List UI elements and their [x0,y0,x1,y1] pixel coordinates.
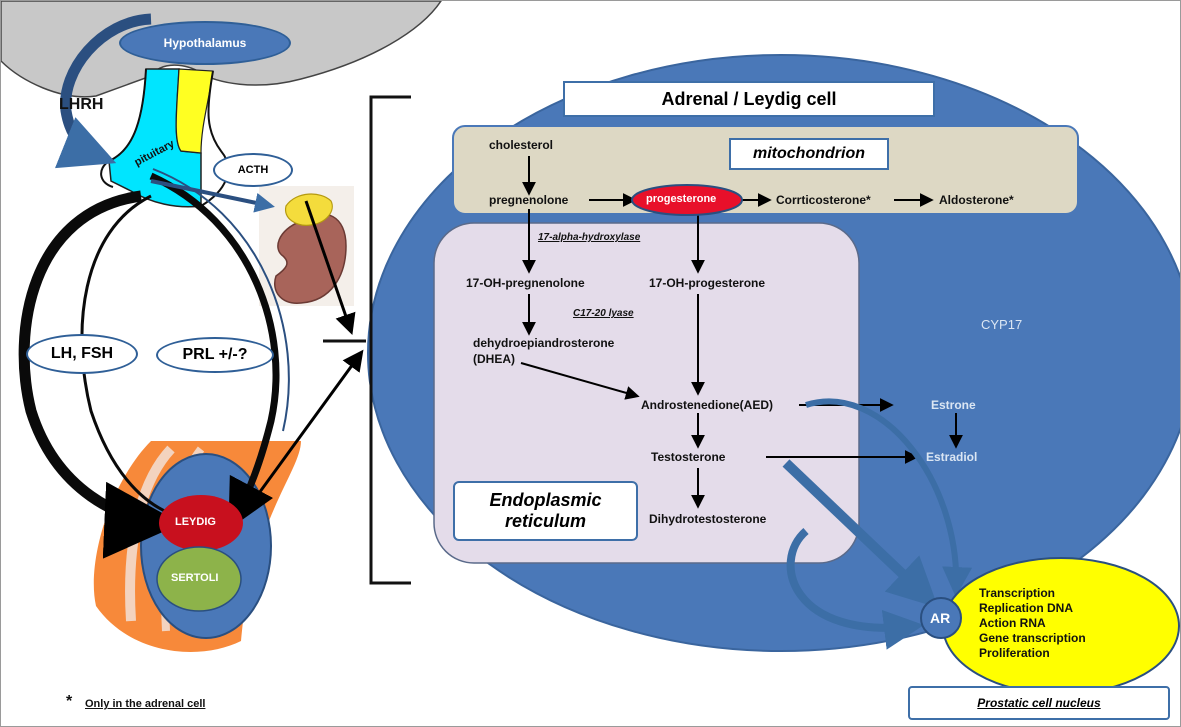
lh-fsh-arrow-inner [80,194,170,515]
leydig-label: LEYDIG [175,516,216,528]
aed-to-ar-arrow [805,398,973,597]
aed-label: Androstenedione(AED) [641,398,773,412]
prl-node: PRL +/-? [156,337,274,373]
mitochondrion-label: mitochondrion [753,145,865,162]
ar-circle [920,597,962,639]
sertoli-ellipse [156,546,242,612]
cholesterol-label: cholesterol [489,138,554,152]
acth-label: ACTH [237,164,269,176]
pregnenolone-label: pregnenolone [489,193,569,207]
hydroxylase-label: 17-alpha-hydroxylase [538,232,641,243]
sertoli-label: SERTOLI [171,572,219,584]
adrenal-to-cell-arrow [304,200,356,335]
nucleus-item: Gene transcription [979,631,1086,645]
testosterone-to-ar-arrow [782,459,939,608]
nucleus-item: Replication DNA [979,601,1074,615]
lhrh-arrow [54,13,152,169]
nucleus-label: Prostatic cell nucleus [977,696,1101,710]
prl-label: PRL +/-? [182,346,248,363]
lhrh-label: LHRH [59,96,104,113]
lyase-label: C17-20 lyase [573,308,634,319]
acth-node: ACTH [213,153,293,187]
pituitary-stalk-yellow [175,68,214,154]
dht-label: Dihydrotestosterone [649,512,767,526]
nucleus-item: Action RNA [979,616,1046,630]
aldosterone-label: Aldosterone* [939,193,1014,207]
hypothalamus-node: Hypothalamus [119,21,291,65]
testosterone-label: Testosterone [651,450,726,464]
ar-label: AR [930,610,951,626]
hypothalamus-label: Hypothalamus [163,36,247,50]
cell-title: Adrenal / Leydig cell [563,81,935,117]
lh-fsh-node: LH, FSH [26,334,138,374]
nucleus-item: Transcription [979,586,1056,600]
dhea-label-line2: (DHEA) [473,352,515,366]
mitochondrion-box [452,125,1079,215]
kidney-shape [274,213,347,304]
oh-progesterone-label: 17-OH-progesterone [649,276,766,290]
nucleus-items: Transcription Replication DNA Action RNA… [979,586,1086,661]
er-label-box: Endoplasmic reticulum [453,481,638,541]
bracket [369,95,411,585]
er-box [433,222,860,564]
dhea-label-line1: dehydroepiandrosterone [473,336,615,350]
estradiol-label: Estradiol [926,450,978,464]
acth-arrow [150,179,275,213]
lh-fsh-label: LH, FSH [50,345,114,362]
er-label: Endoplasmic reticulum [489,490,602,531]
cyp17-label: CYP17 [981,317,1023,332]
leydig-to-cell-arrow [243,349,364,515]
oh-pregnenolone-label: 17-OH-pregnenolone [466,276,585,290]
nucleus-label-box: Prostatic cell nucleus [908,686,1170,720]
progesterone-highlight [631,184,743,216]
footnote-star: * [66,693,73,710]
progesterone-label: progesterone [646,193,717,205]
cell-title-text: Adrenal / Leydig cell [661,88,837,109]
lh-fsh-arrow-left [18,190,182,559]
nucleus-item: Proliferation [979,646,1050,660]
estrone-label: Estrone [931,398,976,412]
dht-to-ar-arrow [786,527,924,650]
mitochondrion-label-box: mitochondrion [729,138,889,170]
footnote-text: Only in the adrenal cell [85,698,206,710]
leydig-ellipse [159,495,243,551]
corticosterone-label: Corrticosterone* [776,193,871,207]
